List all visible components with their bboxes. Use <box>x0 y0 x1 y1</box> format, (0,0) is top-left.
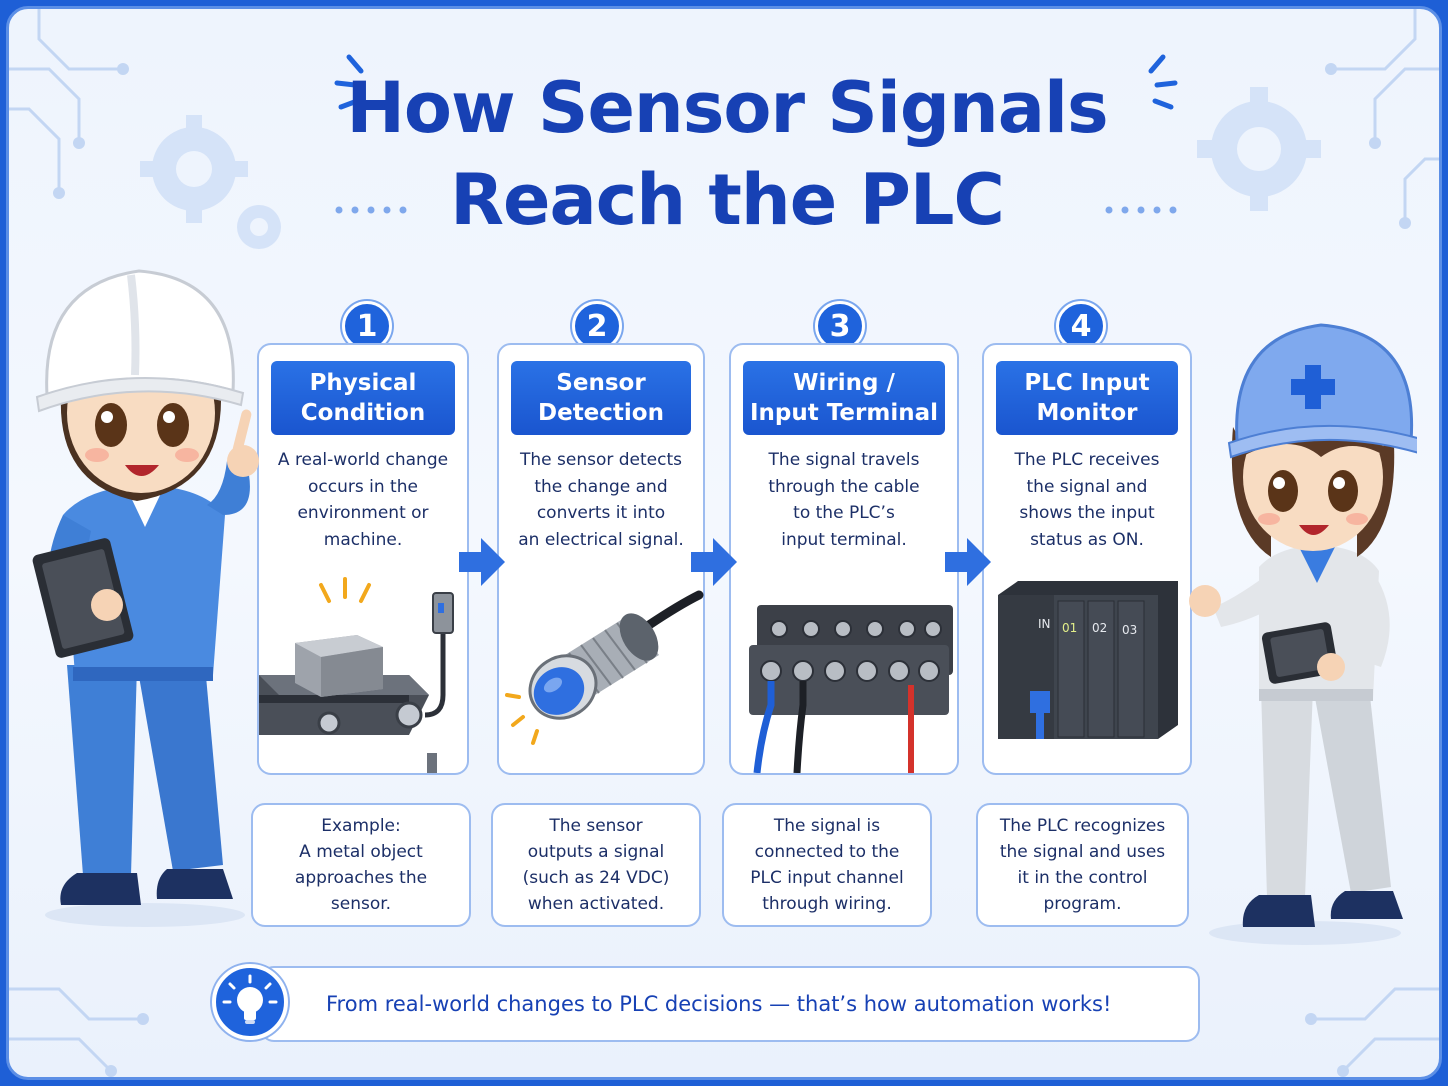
step-1-heading: Physical Condition <box>271 361 455 435</box>
step-3-example-note: The signal is connected to the PLC input… <box>722 803 932 927</box>
page-title-line-2: Reach the PLC <box>450 159 1005 241</box>
arrow-right-icon <box>691 538 737 586</box>
circuit-decoration-top-right <box>1325 9 1439 229</box>
footer-text: From real-world changes to PLC decisions… <box>326 992 1112 1016</box>
step-2-number: 2 <box>572 301 622 351</box>
terminal-block-illustration <box>749 605 953 773</box>
step-3-heading: Wiring / Input Terminal <box>743 361 945 435</box>
infographic-frame: How Sensor Signals Reach the PLC 1 2 3 4… <box>6 6 1442 1080</box>
step-card-physical-condition: Physical Condition A real-world change o… <box>257 343 469 775</box>
gear-icon <box>1197 87 1321 211</box>
gear-icon <box>140 115 281 249</box>
plc-label-channel-03: 03 <box>1122 623 1138 637</box>
title-sparkle-right <box>1148 54 1178 110</box>
circuit-decoration-bottom-left <box>9 987 149 1077</box>
engineer-character-right <box>1189 323 1417 945</box>
step-4-description: The PLC receives the signal and shows th… <box>1014 450 1160 550</box>
plc-label-channel-01: 01 <box>1062 621 1078 635</box>
step-4-example-note: The PLC recognizes the signal and uses i… <box>976 803 1189 927</box>
title-dots-right <box>1105 206 1177 214</box>
plc-label-in: IN <box>1038 617 1051 631</box>
step-card-sensor-detection: Sensor Detection The sensor detects the … <box>497 343 705 775</box>
page-title-line-1: How Sensor Signals <box>346 67 1108 149</box>
step-1-example-note: Example: A metal object approaches the s… <box>251 803 471 927</box>
step-1-description: A real-world change occurs in the enviro… <box>277 450 449 550</box>
title-sparkle-left <box>334 54 364 110</box>
engineer-character-left <box>32 269 259 927</box>
arrow-right-icon <box>945 538 991 586</box>
step-3-description: The signal travels through the cable to … <box>768 450 920 550</box>
circuit-decoration-top-left <box>9 9 129 199</box>
step-2-description: The sensor detects the change and conver… <box>518 450 684 550</box>
plc-label-channel-02: 02 <box>1092 621 1108 635</box>
step-card-plc-input-monitor: PLC Input Monitor The PLC receives the s… <box>982 343 1192 775</box>
plc-module-illustration: IN 01 02 03 <box>994 575 1178 739</box>
step-card-wiring-input-terminal: Wiring / Input Terminal The signal trave… <box>729 343 959 775</box>
step-1-number: 1 <box>342 301 392 351</box>
title-dots-left <box>335 206 407 214</box>
circuit-decoration-bottom-right <box>1305 987 1439 1077</box>
step-4-heading: PLC Input Monitor <box>996 361 1178 435</box>
proximity-sensor-illustration <box>505 590 704 745</box>
step-2-heading: Sensor Detection <box>511 361 691 435</box>
step-2-example-note: The sensor outputs a signal (such as 24 … <box>491 803 701 927</box>
arrow-right-icon <box>459 538 505 586</box>
footer-banner: From real-world changes to PLC decisions… <box>260 966 1200 1042</box>
conveyor-metal-object-illustration <box>259 577 454 773</box>
lightbulb-icon <box>212 964 288 1040</box>
